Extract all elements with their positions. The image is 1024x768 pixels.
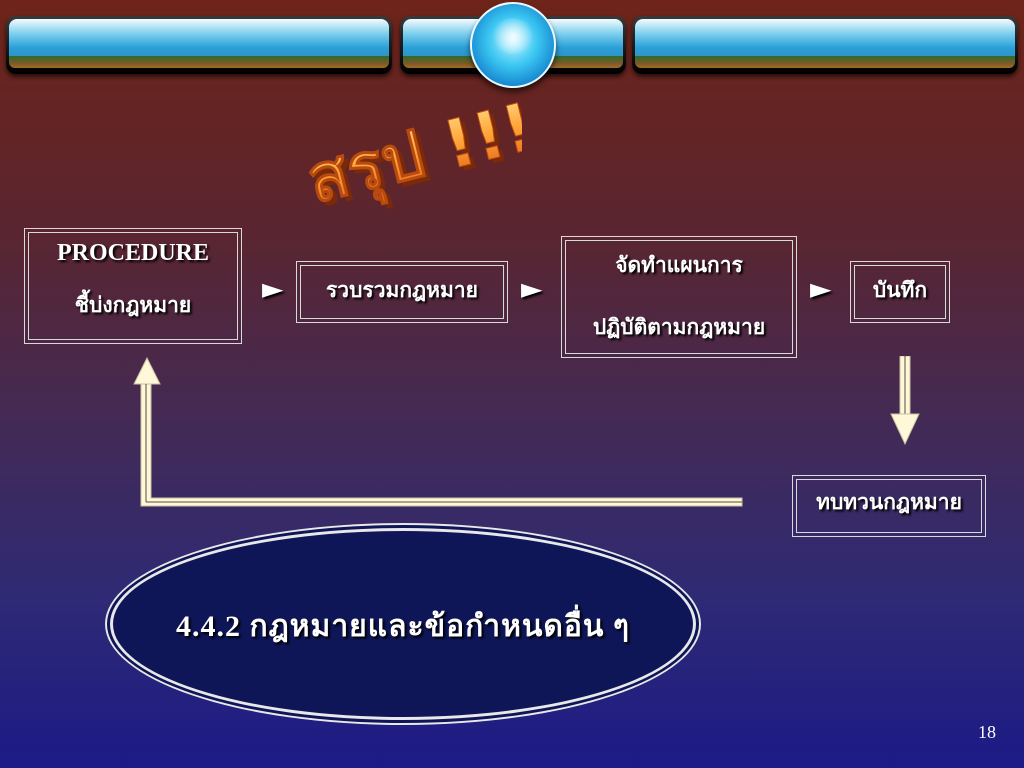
down-arrow — [890, 356, 920, 446]
section-heading: 4.4.2 กฎหมายและข้อกำหนดอื่น ๆ — [175, 610, 631, 643]
collect-law-box: รวบรวมกฎหมาย — [296, 261, 508, 323]
page-number: 18 — [978, 722, 996, 742]
flow-arrow-2: ► — [521, 272, 543, 305]
slide-title: สรุป !!! สรุป !!! — [299, 88, 522, 220]
header-banner-right — [632, 16, 1018, 74]
record-label: บันทึก — [872, 278, 928, 302]
identify-law-label: ชี้บ่งกฎหมาย — [74, 293, 192, 317]
procedure-label: PROCEDURE — [56, 240, 209, 266]
flow-arrow-3: ► — [810, 272, 832, 305]
review-law-label: ทบทวนกฎหมาย — [816, 490, 962, 514]
record-box: บันทึก — [850, 261, 950, 323]
section-ellipse: 4.4.2 กฎหมายและข้อกำหนดอื่น ๆ — [110, 528, 696, 720]
review-law-box: ทบทวนกฎหมาย — [792, 475, 986, 537]
procedure-box: PROCEDURE ชี้บ่งกฎหมาย — [24, 228, 242, 344]
return-arrow — [133, 356, 743, 507]
header-banner-left — [6, 16, 392, 74]
plan-label-line1: จัดทำแผนการ — [615, 253, 743, 277]
flow-arrow-1: ► — [262, 272, 284, 305]
plan-box: จัดทำแผนการ ปฏิบัติตามกฎหมาย — [561, 236, 797, 358]
plan-label-line2: ปฏิบัติตามกฎหมาย — [592, 315, 766, 339]
collect-law-label: รวบรวมกฎหมาย — [326, 278, 478, 302]
globe-icon — [470, 2, 556, 88]
